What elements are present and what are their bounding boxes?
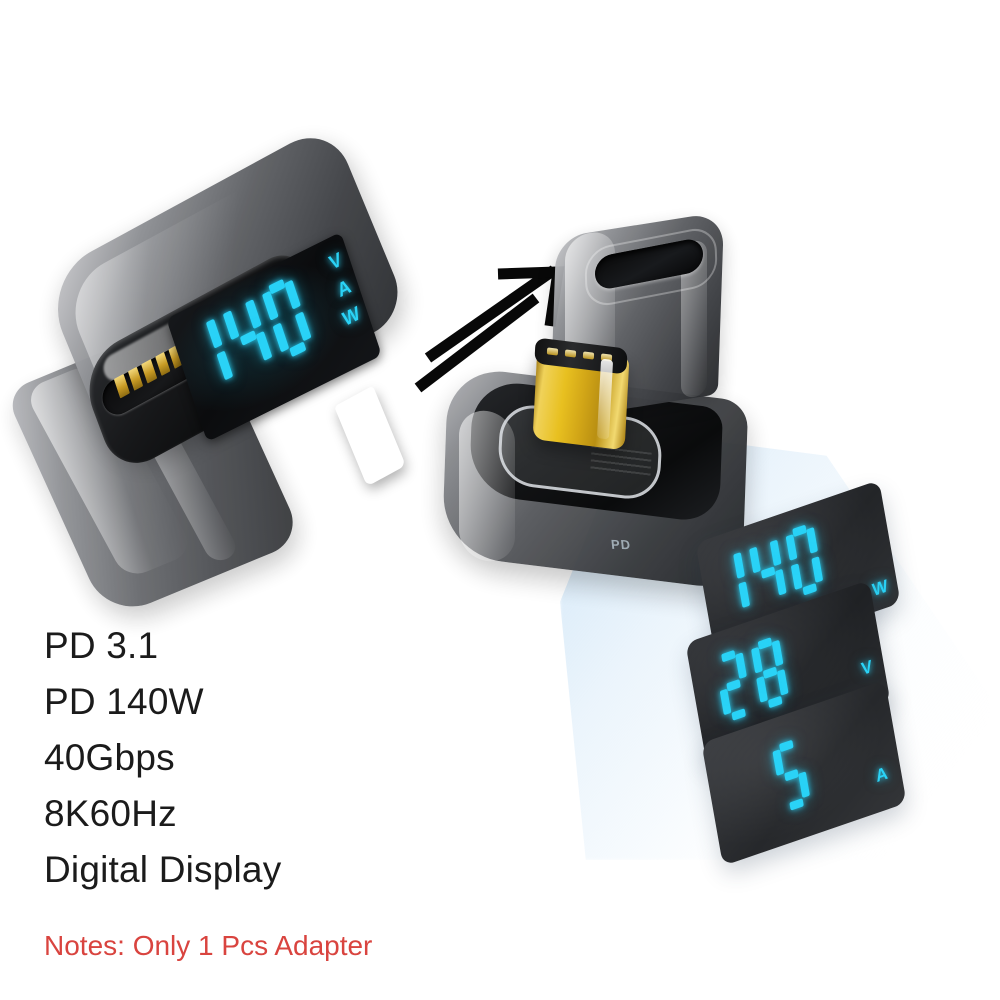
right-adapter-upper-highlight-2 [681,238,707,400]
spec-line: 8K60Hz [44,793,177,834]
spec-list: PD 3.1 PD 140W 40Gbps 8K60Hz Digital Dis… [44,618,564,898]
segment-e [272,322,290,353]
segment-b [205,319,223,350]
segment-g [784,768,799,782]
right-adapter-base-highlight [459,407,515,565]
seven-segment-digit [785,522,825,598]
right-adapter-gold-plug [532,345,630,451]
left-adapter-leg-highlight [23,361,195,581]
plug-contact [600,353,613,362]
segment-g [760,566,776,579]
right-adapter-base-dark-face [468,377,724,525]
segment-f [222,310,240,341]
segment-e [756,675,768,703]
spec-line: PD 3.1 [44,625,159,666]
segment-g [239,329,257,346]
right-adapter-plug-collar [496,401,664,503]
right-adapter-upper-highlight [565,229,615,405]
segment-b [806,526,818,554]
segment-b [245,299,262,330]
segment-c [776,668,789,696]
segment-c [294,311,312,342]
left-adapter-display-screen: V A W [166,231,382,443]
left-adapter-plug-shine [343,402,387,470]
left-adapter: V A W [4,105,450,621]
segment-b [735,652,747,680]
segment-f [262,291,279,322]
segment-e [790,563,803,591]
spec-line: PD 140W [44,681,204,722]
segment-c [216,350,234,381]
right-adapter-usbc-port [594,236,704,292]
right-adapter-vent-lines [590,445,652,479]
segment-g [762,666,778,680]
notes-text: Notes: Only 1 Pcs Adapter [44,930,373,961]
segment-b [771,639,784,667]
segment-c [255,330,273,361]
right-adapter-plug-tip [534,337,628,375]
segment-c [738,581,751,609]
segment-b [733,551,745,579]
segment-c [798,771,810,799]
segment-f [751,646,763,674]
right-adapter-plug-shine [596,358,614,440]
seven-segment-digit [748,535,788,611]
right-adapter-port-ring [583,224,719,310]
segment-b [284,280,302,311]
seven-segment-digit [750,635,790,711]
segment-f [749,546,761,574]
plug-contact [564,349,577,358]
spec-line: Digital Display [44,849,282,890]
segment-c [774,568,787,596]
right-adapter-pd-marking: PD [610,536,632,553]
segment-g [726,679,741,692]
plug-contact [582,351,595,360]
right-adapter-upper-arm [549,211,725,421]
segment-c [811,556,824,583]
spec-line: 40Gbps [44,737,175,778]
plug-contact [546,347,559,356]
left-adapter-gold-plug [334,386,406,487]
segment-f [785,533,798,561]
segment-b [769,539,782,567]
